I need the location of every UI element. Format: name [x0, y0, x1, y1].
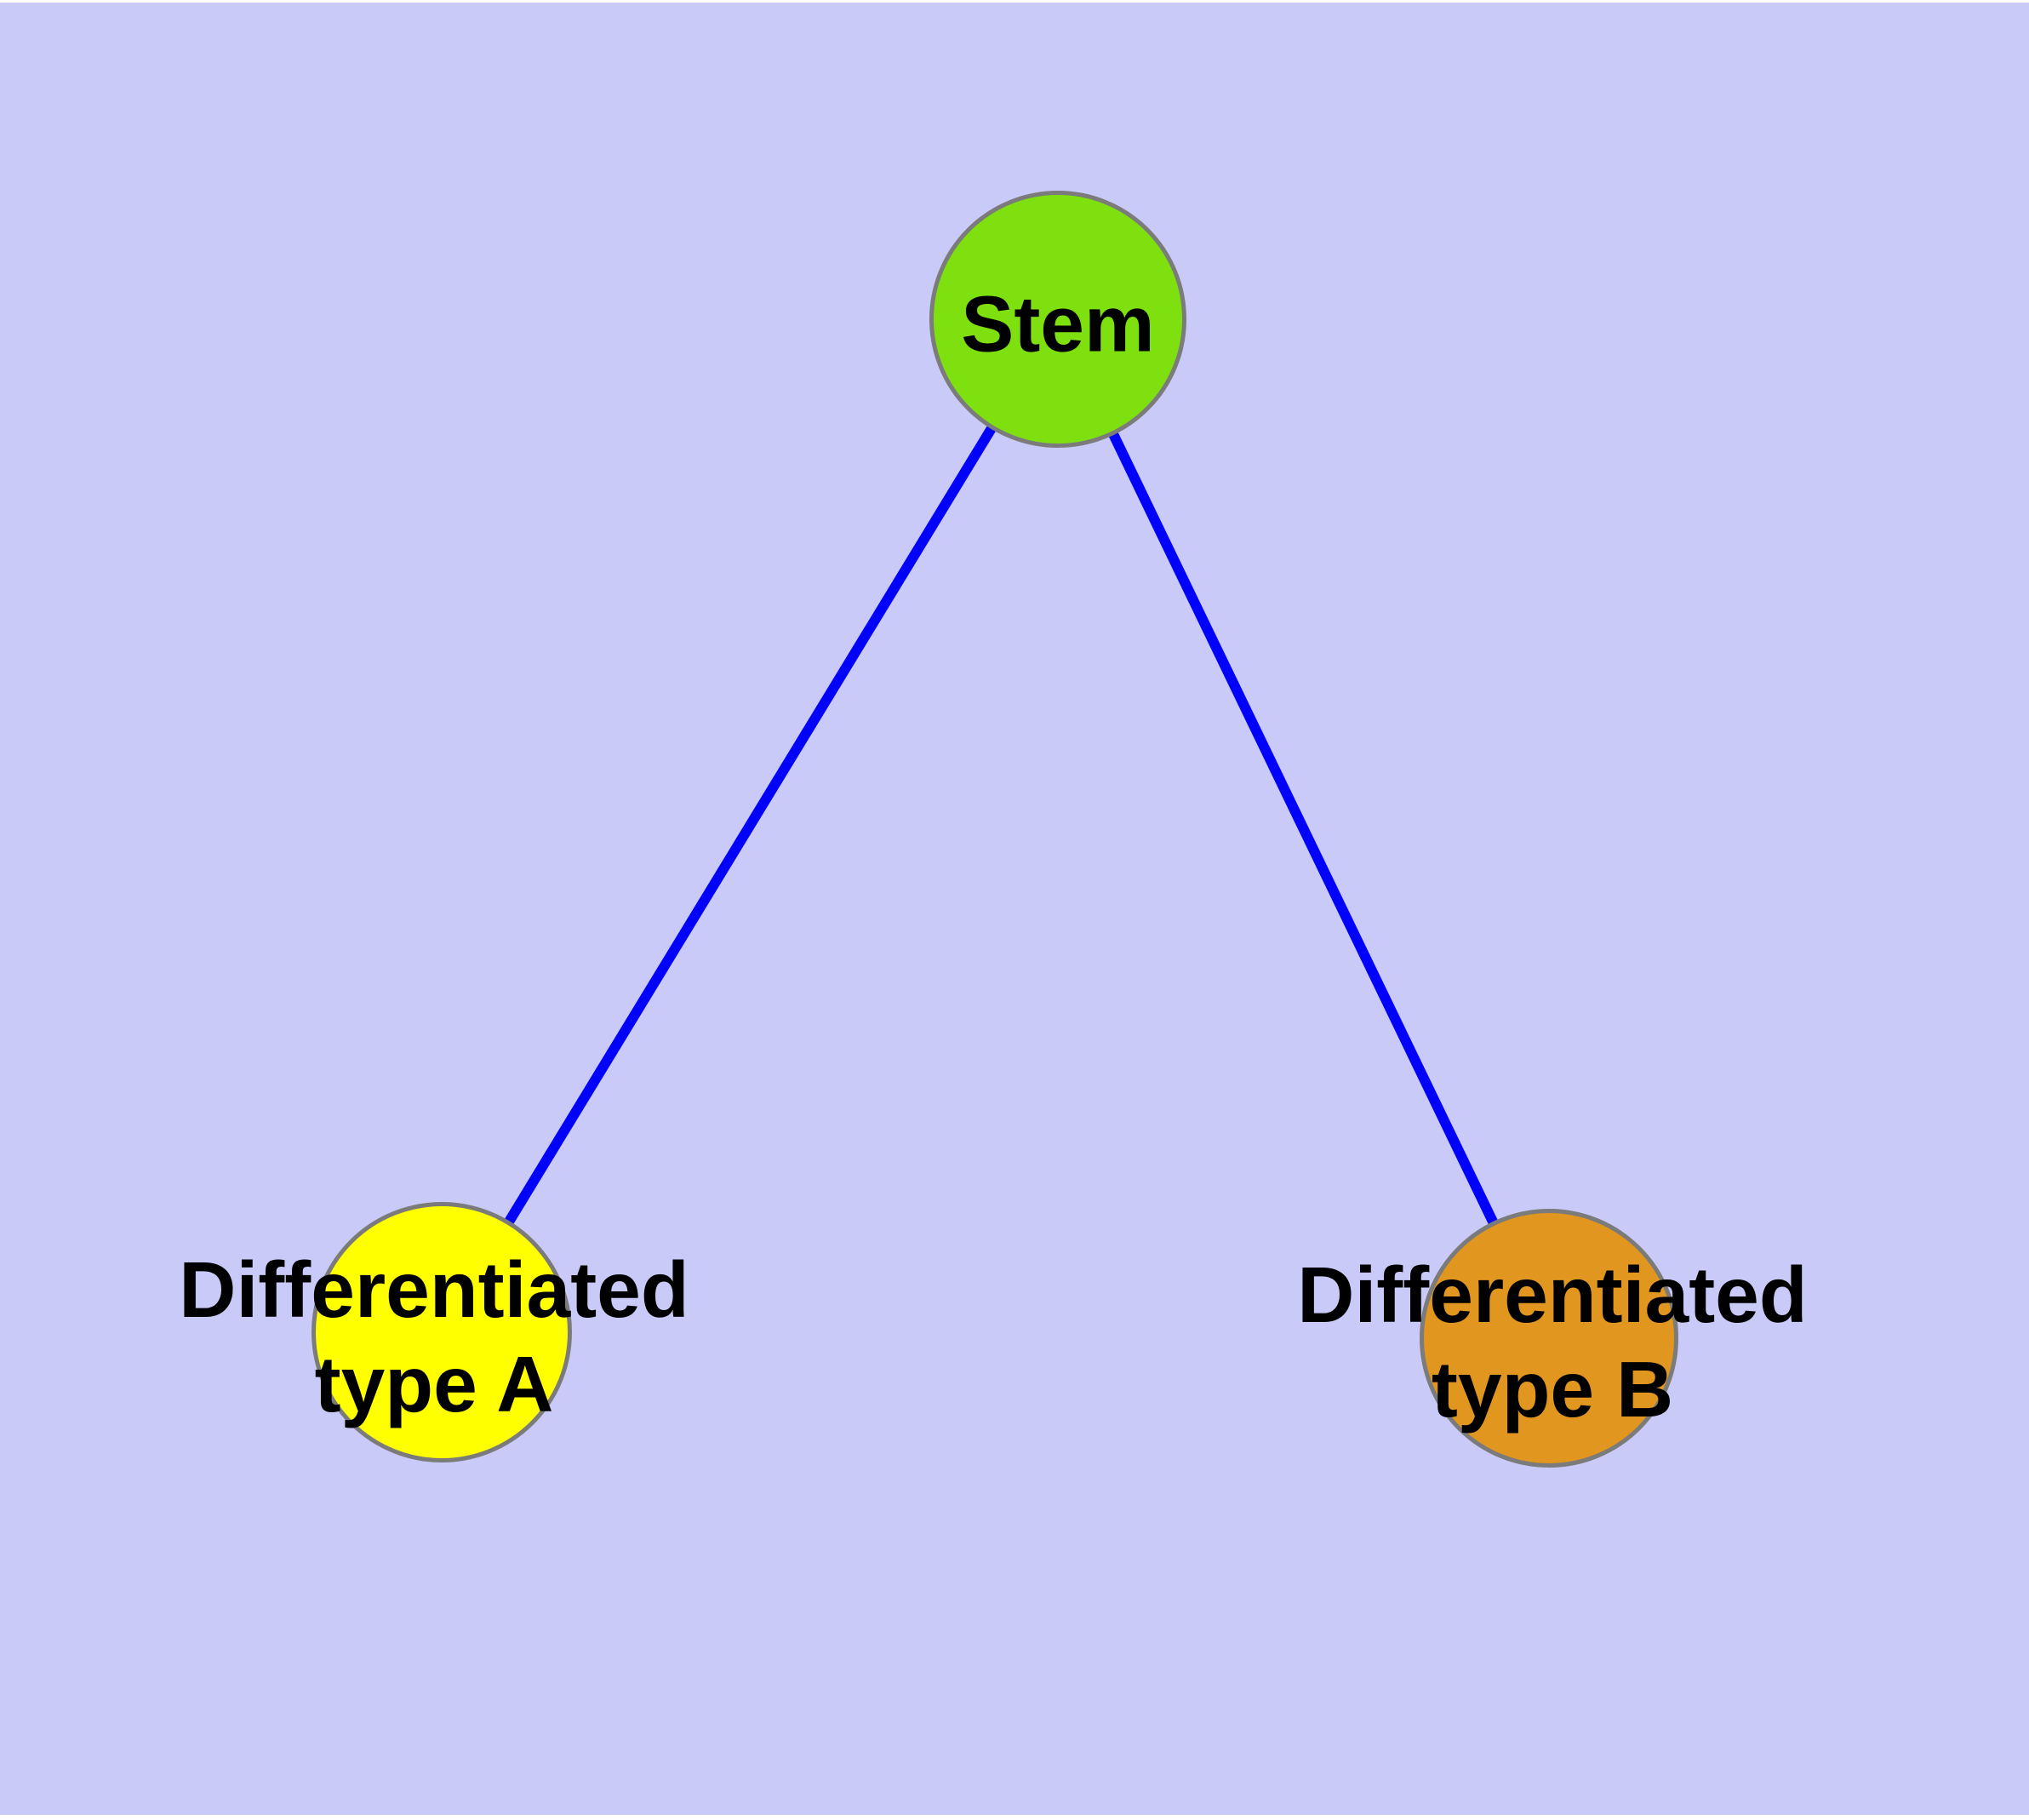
node-stem-label: Stem: [961, 278, 1154, 372]
node-differentiated-type-a-label: Differentiated type A: [179, 1243, 689, 1432]
edge-stem-to-type-a: [437, 316, 1063, 1336]
node-differentiated-type-b-label: Differentiated type B: [1297, 1248, 1807, 1437]
node-type-a-label-line-1: Differentiated: [179, 1245, 689, 1334]
node-type-a-label-line-2: type A: [314, 1340, 554, 1428]
node-stem: [929, 191, 1186, 448]
node-differentiated-type-b: [1420, 1209, 1678, 1468]
node-stem-label-line: Stem: [961, 279, 1155, 369]
node-differentiated-type-a: [311, 1202, 572, 1462]
graph-canvas: Stem Differentiated type A Differentiate…: [0, 3, 2029, 1815]
edge-stem-to-type-b: [1053, 317, 1554, 1341]
node-type-b-label-line-2: type B: [1431, 1345, 1674, 1434]
edges-layer: [437, 316, 1554, 1341]
node-type-b-label-line-1: Differentiated: [1297, 1251, 1808, 1339]
